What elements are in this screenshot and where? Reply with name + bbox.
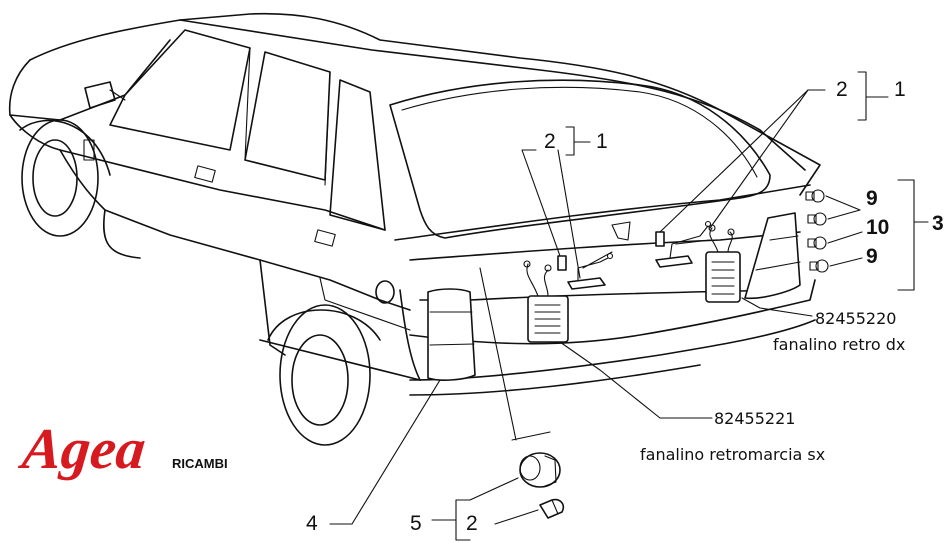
part-code-left: 82455221 xyxy=(714,409,795,428)
part-code-right: 82455220 xyxy=(815,309,896,328)
callout-2-top-right: 2 xyxy=(836,78,848,101)
left-tail-lamp xyxy=(427,288,476,381)
callout-2-bottom: 2 xyxy=(466,512,478,535)
callout-1-mid: 1 xyxy=(596,130,608,153)
callout-9-a: 9 xyxy=(866,187,878,210)
right-reverse-lamp xyxy=(705,224,741,303)
callout-10: 10 xyxy=(866,216,889,239)
bulb-1 xyxy=(805,189,825,203)
part-name-right: fanalino retro dx xyxy=(773,335,905,354)
bulb-2 xyxy=(807,212,827,226)
callout-5: 5 xyxy=(410,512,422,535)
bulb-4 xyxy=(809,259,829,273)
logo-sub-text: RICAMBI xyxy=(172,456,228,471)
leader-lines xyxy=(329,71,929,541)
left-reverse-lamp xyxy=(523,260,569,343)
logo-brand-text: Agea xyxy=(15,416,148,481)
callout-3: 3 xyxy=(932,212,944,235)
car-illustration xyxy=(8,12,821,446)
callout-2-mid: 2 xyxy=(544,130,556,153)
socket-assembly xyxy=(519,452,565,519)
right-tail-lamp xyxy=(744,212,801,300)
bulb-3 xyxy=(807,236,827,250)
part-name-left: fanalino retromarcia sx xyxy=(640,445,825,464)
bulb-group xyxy=(805,189,829,273)
callout-4: 4 xyxy=(306,512,318,535)
callout-1-top-right: 1 xyxy=(894,78,906,101)
plate-light-left xyxy=(557,251,614,290)
callout-9-b: 9 xyxy=(866,245,878,268)
agea-logo: Agea RICAMBI xyxy=(15,416,227,481)
